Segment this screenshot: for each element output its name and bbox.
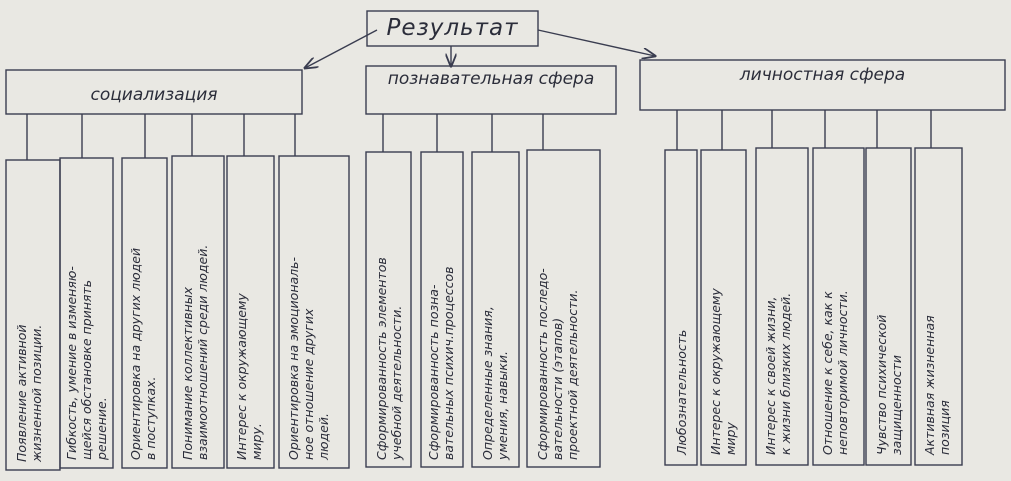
- item-socialization-6: Ориентировка на эмоциональ- ное отношени…: [286, 256, 331, 460]
- result-box: [366, 10, 539, 47]
- category-box-socialization: [5, 69, 303, 115]
- arrow-to-socialization: [305, 29, 378, 68]
- group-socialization-lines: [5, 114, 350, 471]
- item-socialization-5: Интерес к окружающему миру.: [234, 293, 264, 460]
- item-socialization-4: Понимание коллективных взаимоотношений с…: [180, 244, 210, 460]
- item-personal-5: Чувство психической защищенности: [874, 314, 904, 455]
- item-personal-4: Отношение к себе, как к неповторимой лич…: [820, 290, 850, 455]
- group-personal-lines: [664, 110, 963, 466]
- item-personal-3: Интерес к своей жизни, к жизни близких л…: [763, 292, 793, 455]
- group-cognitive-lines: [365, 114, 601, 468]
- category-socialization: социализация: [90, 85, 218, 105]
- item-socialization-2: Гибкость, умение в изменяю- щейся обстан…: [64, 266, 109, 460]
- item-cognitive-1: Сформированность элементов учебной деяте…: [374, 257, 404, 460]
- result-title: Результат: [386, 15, 519, 41]
- arrow-to-personal: [537, 29, 655, 56]
- item-socialization-3: Ориентировка на других людей в поступках…: [128, 247, 158, 460]
- item-cognitive-3: Определенные знания, умения, навыки.: [480, 306, 510, 460]
- item-cognitive-4: Сформированность последо- вательности (э…: [535, 268, 580, 460]
- item-personal-1: Любознательность: [674, 329, 689, 455]
- item-socialization-1: Появление активной жизненной позиции.: [14, 324, 44, 463]
- category-box-cognitive: [365, 65, 617, 115]
- item-personal-6: Активная жизненная позиция: [922, 315, 952, 455]
- category-cognitive: познавательная сфера: [387, 69, 595, 89]
- item-personal-2: Интерес к окружающему миру: [708, 288, 738, 455]
- category-personal: личностная сфера: [739, 65, 906, 85]
- category-box-personal: [639, 59, 1006, 111]
- item-cognitive-2: Сформированность позна- вательных психич…: [426, 266, 456, 460]
